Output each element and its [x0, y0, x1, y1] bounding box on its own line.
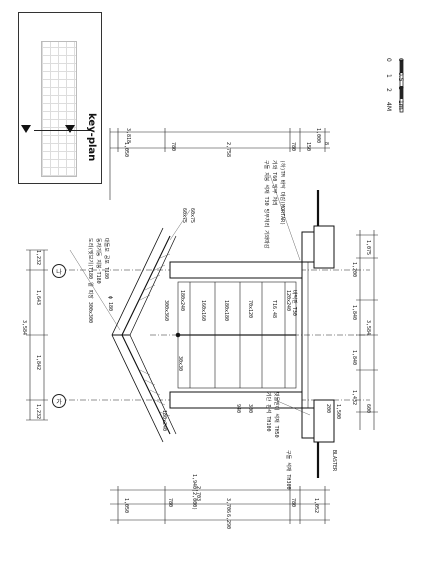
- annotation-column: 180x180: [223, 300, 229, 322]
- annotation-base: 기단 판석 TH100: [265, 392, 271, 432]
- annotation-base-dim: 300: [247, 404, 253, 414]
- annotation-right: (하)TM 바닥 마감(MORTAR): [279, 160, 285, 226]
- annotation-base-dim: 200: [325, 404, 331, 414]
- dim-right: 1,840: [351, 305, 357, 321]
- dim-right: 1,075: [365, 240, 371, 256]
- dim-left: 1,842: [35, 355, 41, 371]
- dim-bottom: 6,290: [225, 514, 231, 530]
- annotation-ridge: 대들보 공포 T180: [103, 238, 109, 280]
- annotation-floor: 120x240: [285, 290, 291, 312]
- dim-right: 3,584: [365, 320, 371, 336]
- dim-right: 1,840: [351, 350, 357, 366]
- dim-top: 1,050: [123, 142, 129, 158]
- annotation-member: 300x360: [163, 300, 169, 322]
- annotation-column: 160x160: [200, 300, 206, 322]
- dim-bottom: 3,706: [225, 498, 231, 514]
- annotation-ridge: 도리(맞보기)T180 일 띠장 300x300: [87, 238, 93, 323]
- dim-top: 1,000: [315, 128, 321, 144]
- dim-bottom: 1,050: [123, 498, 129, 514]
- annotation-base-dim: 940: [235, 404, 241, 414]
- annotation-purlin: 60x75: [189, 208, 195, 224]
- scale-bar-graphic: [399, 59, 404, 113]
- dim-bottom: 1,052: [313, 498, 319, 514]
- dim-left: 1,643: [35, 290, 41, 306]
- annotation-base-dim: 1,500: [335, 404, 341, 420]
- dim-right: 1,432: [351, 390, 357, 406]
- keyplan-frame: key-plan: [18, 12, 102, 184]
- annotation-beam: 180x240: [161, 410, 167, 432]
- annotation-ridge: 동자기둥 지붕 T180: [95, 238, 101, 284]
- dim-right: 600: [365, 404, 371, 414]
- dim-left: 1,232: [35, 250, 41, 266]
- section-cut-line: [34, 130, 92, 131]
- dim-bottom: 780: [167, 498, 173, 508]
- annotation-floor: 바닥판 T30: [291, 290, 297, 316]
- annotation-top: ϕ 180: [107, 296, 113, 312]
- dim-top: 780: [290, 142, 296, 152]
- section-arrow-icon: [21, 125, 31, 133]
- grid-bubble-left: 가: [52, 394, 66, 408]
- dim-bottom: 780: [290, 498, 296, 508]
- keyplan-grid: [41, 41, 77, 177]
- annotation-column: T16.48: [271, 300, 277, 319]
- annotation-column: 70x120: [247, 300, 253, 319]
- dim-top: 3,818: [125, 128, 131, 144]
- annotation-beam: 180x240: [179, 290, 185, 312]
- annotation-right: 기와 T60 방부 처리: [271, 160, 277, 206]
- annotation-right: 구들 지붕 석재 T30 방부처리 기와마감: [263, 160, 269, 249]
- annotation-rafter: 60x75: [181, 208, 187, 224]
- annotation-bottom: BLASTER: [331, 450, 337, 472]
- annotation-bottom: 1,940(2,000): [191, 474, 197, 511]
- dim-top: 8: [323, 142, 329, 146]
- dim-top: 780: [170, 142, 176, 152]
- annotation-purlin: 30x30: [177, 356, 183, 372]
- dim-top: 2,758: [225, 142, 231, 158]
- grid-bubble-right: 나: [52, 264, 66, 278]
- annotation-base: 빗물받이 석재 TH50: [273, 392, 279, 438]
- scale-bar: [392, 56, 416, 116]
- dim-left: 1,232: [35, 404, 41, 420]
- dim-left: 3,584: [21, 320, 27, 336]
- annotation-bottom: 구들 석재 TH300: [285, 450, 291, 490]
- section-arrow-icon: [65, 125, 75, 133]
- dim-right: 1,200: [351, 262, 357, 278]
- dim-top: 150: [305, 142, 311, 152]
